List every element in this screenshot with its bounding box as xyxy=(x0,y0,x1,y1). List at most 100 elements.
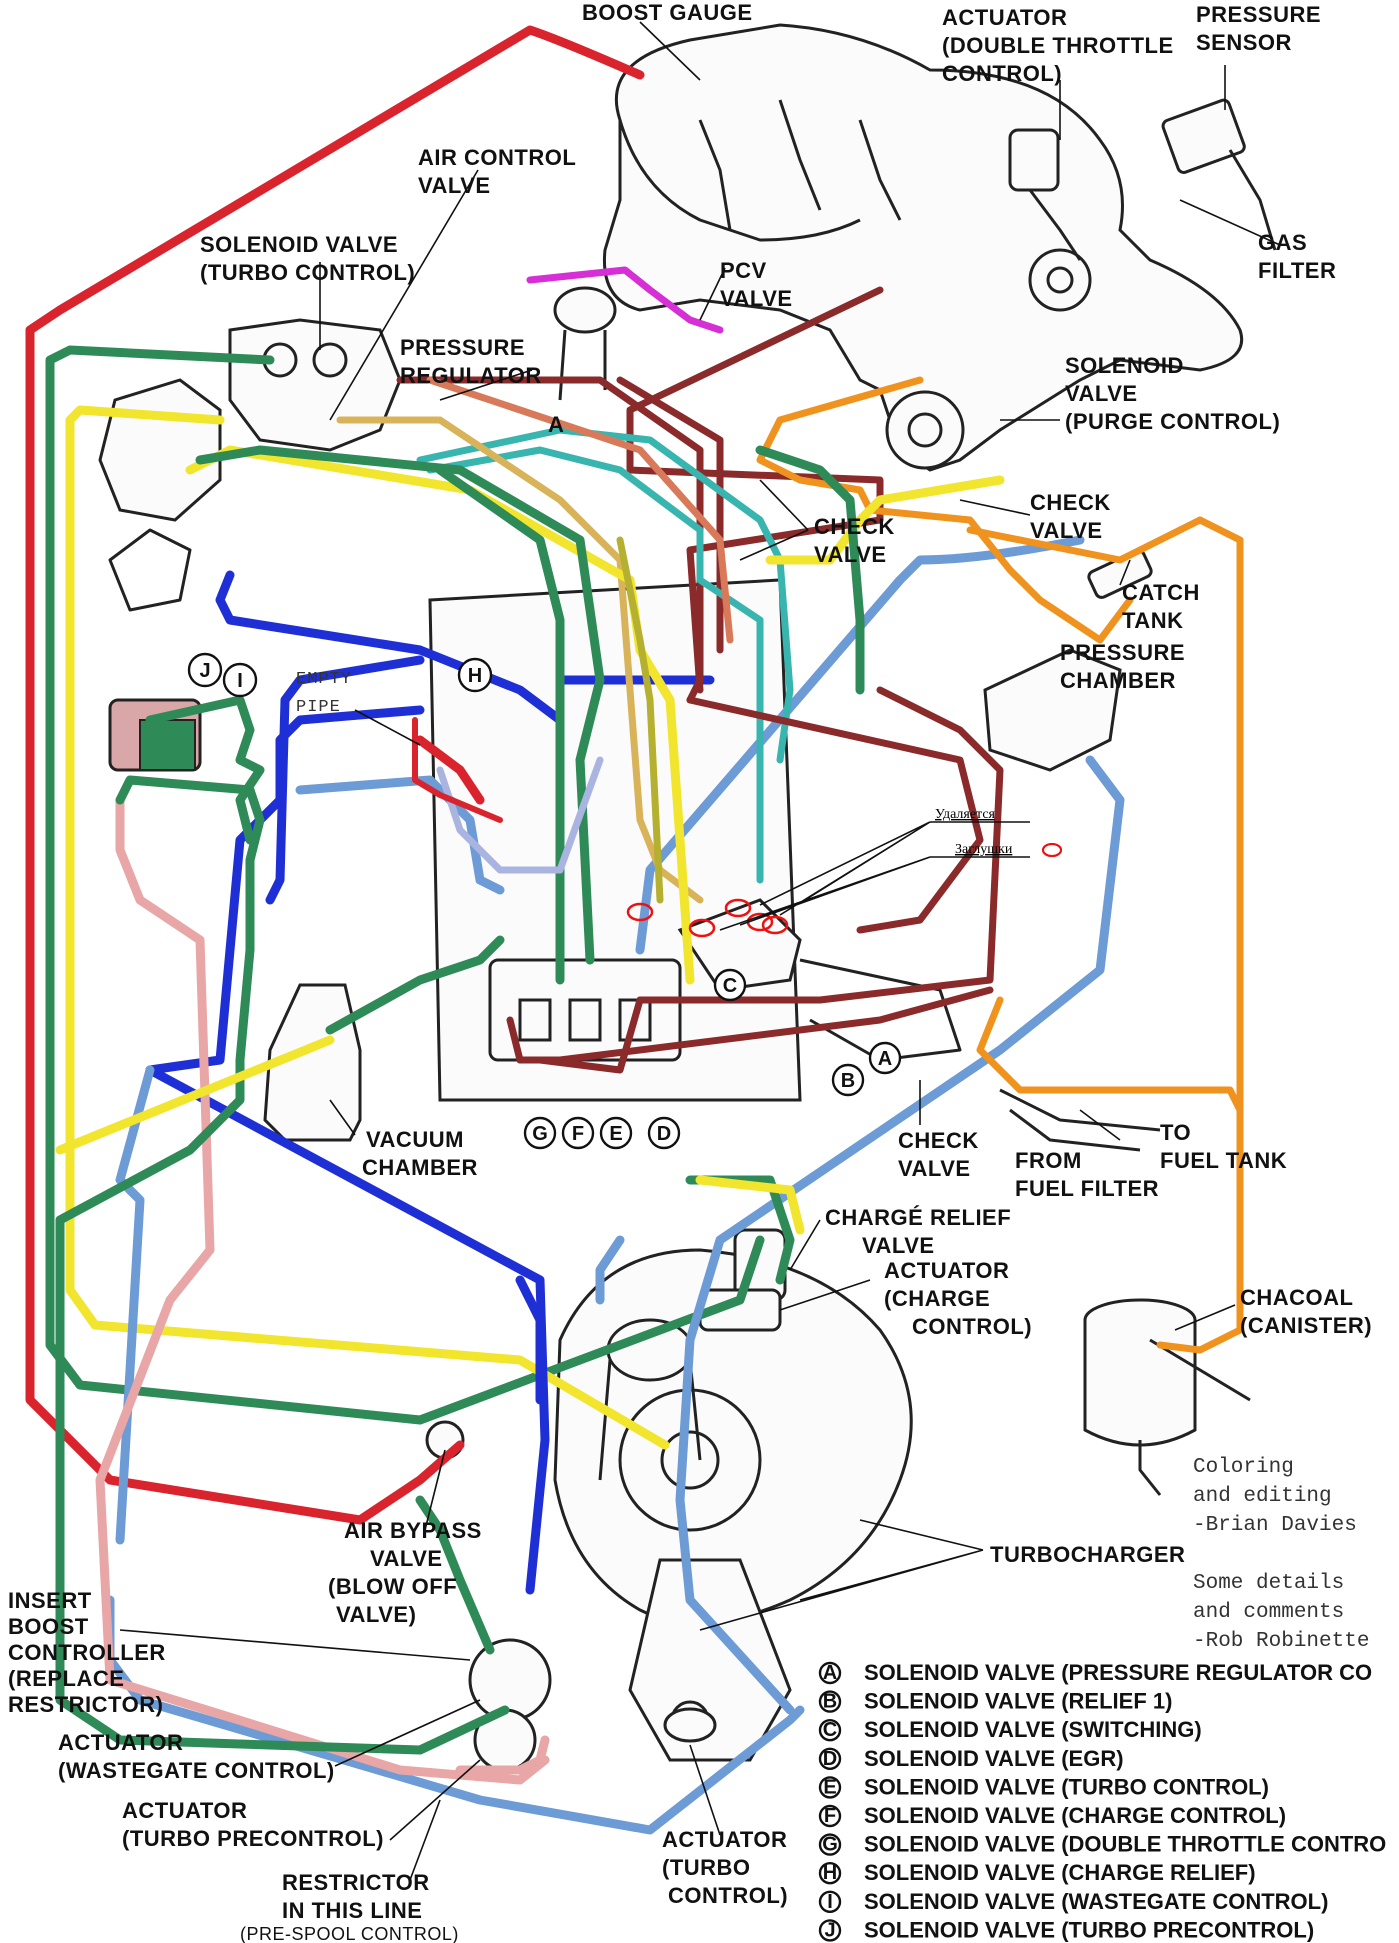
legend-key-circle xyxy=(818,1804,842,1828)
legend-key-circle xyxy=(818,1861,842,1885)
callout-e: E xyxy=(599,1116,633,1150)
left-cluster-block xyxy=(98,378,222,522)
label-air-control-valve: AIR CONTROL VALVE xyxy=(418,145,583,198)
label-turbocharger: TURBOCHARGER xyxy=(990,1542,1185,1567)
hose-darkred xyxy=(686,696,984,934)
callout-g: G xyxy=(523,1116,557,1150)
hose-green xyxy=(195,445,605,965)
part-labels: BOOST GAUGE ACTUATOR (DOUBLE THROTTLE CO… xyxy=(8,0,1372,1943)
label-check-valve-2: CHECK VALVE xyxy=(1030,490,1117,543)
legend-key: G xyxy=(822,1834,838,1856)
legend-key-circle xyxy=(818,1718,842,1742)
label-russian-plugs: Заглушки xyxy=(955,842,1013,857)
hose-lightblue xyxy=(295,775,505,895)
legend-key-circle xyxy=(818,1890,842,1914)
callout-h: H xyxy=(457,657,493,693)
legend-key: C xyxy=(823,1719,837,1741)
legend-text: SOLENOID VALVE (WASTEGATE CONTROL) xyxy=(864,1889,1328,1914)
hose-magenta xyxy=(526,266,724,334)
svg-text:E: E xyxy=(609,1123,622,1145)
oil-filler-cap xyxy=(553,286,617,334)
label-from-fuel-filter: FROM FUEL FILTER xyxy=(1015,1148,1159,1201)
hose-pink xyxy=(95,795,550,1785)
hose-green xyxy=(45,345,765,1425)
hose-red xyxy=(25,25,645,1525)
callout-d: D xyxy=(647,1116,681,1150)
legend-key: I xyxy=(827,1891,833,1913)
legend-key-circle xyxy=(818,1661,842,1685)
svg-text:A: A xyxy=(878,1048,892,1070)
hose-pink xyxy=(455,1735,550,1775)
hose-lightblue xyxy=(595,1235,625,1305)
hose-green xyxy=(325,935,505,1035)
svg-text:J: J xyxy=(199,660,210,682)
turbo-control-actuator-body xyxy=(663,1707,717,1743)
label-catch-tank: CATCH TANK xyxy=(1122,580,1206,633)
label-empty-pipe: EMPTY PIPE xyxy=(296,670,363,717)
label-gas-filter: GAS FILTER xyxy=(1258,230,1336,283)
dt-actuator-body xyxy=(1008,128,1060,192)
leader-lines xyxy=(119,21,1281,1881)
legend-key-circle xyxy=(818,1833,842,1856)
legend-item: D SOLENOID VALVE (EGR) xyxy=(818,1746,1124,1771)
label-restrictor: RESTRICTOR IN THIS LINE (PRE-SPOOL CONTR… xyxy=(240,1870,459,1943)
hose-yellow xyxy=(765,475,1005,565)
hose-lightblue xyxy=(115,1065,155,1545)
label-actuator-turbo: ACTUATOR (TURBO CONTROL) xyxy=(662,1827,794,1908)
label-a-mark: A xyxy=(548,412,564,437)
hose-darkred xyxy=(536,686,1004,1074)
legend-text: SOLENOID VALVE (EGR) xyxy=(864,1746,1124,1771)
label-russian-removed: Удаляется xyxy=(935,807,996,822)
air-control-valve-body xyxy=(228,318,402,452)
hose-green xyxy=(415,1495,495,1655)
plug-markers xyxy=(626,821,1062,938)
hose-yellow xyxy=(65,405,670,1450)
label-vacuum-chamber: VACUUM CHAMBER xyxy=(362,1127,478,1180)
label-boost-gauge: BOOST GAUGE xyxy=(582,0,753,25)
callout-circles: J I H C B A G F E D xyxy=(187,652,902,1150)
legend-key: B xyxy=(823,1691,837,1713)
hose-orange xyxy=(1156,516,1244,1354)
hose-red xyxy=(415,735,485,805)
hose-green xyxy=(435,465,565,985)
label-pressure-chamber: PRESSURE CHAMBER xyxy=(1060,640,1192,693)
hose-yellow xyxy=(695,1175,805,1235)
legend-key: E xyxy=(823,1776,836,1798)
callout-f: F xyxy=(561,1116,595,1150)
plug-legend-marker xyxy=(1042,843,1062,857)
legend-key: J xyxy=(824,1919,835,1941)
legend-key: D xyxy=(823,1748,837,1770)
hose-routing xyxy=(25,25,1244,1835)
label-solenoid-purge: SOLENOID VALVE (PURGE CONTROL) xyxy=(1065,353,1280,434)
legend-text: SOLENOID VALVE (CHARGE RELIEF) xyxy=(864,1860,1256,1885)
intake-manifold xyxy=(602,23,1243,472)
svg-text:I: I xyxy=(237,670,243,692)
label-chacoal: CHACOAL (CANISTER) xyxy=(1240,1285,1372,1338)
legend-key: H xyxy=(823,1862,837,1884)
svg-text:G: G xyxy=(532,1123,548,1145)
label-pcv-valve: PCV VALVE xyxy=(720,258,793,311)
legend-text: SOLENOID VALVE (TURBO PRECONTROL) xyxy=(864,1917,1314,1942)
legend-key-circle xyxy=(818,1919,842,1942)
legend-text: SOLENOID VALVE (TURBO CONTROL) xyxy=(864,1774,1269,1799)
label-actuator-precontrol: ACTUATOR (TURBO PRECONTROL) xyxy=(122,1798,384,1851)
svg-text:C: C xyxy=(723,975,737,997)
empty-pipe-hose xyxy=(412,717,503,823)
hose-darkred xyxy=(506,986,994,1064)
legend-item: H SOLENOID VALVE (CHARGE RELIEF) xyxy=(818,1860,1256,1885)
hose-green xyxy=(145,695,265,845)
svg-text:H: H xyxy=(468,665,482,687)
legend-item: J SOLENOID VALVE (TURBO PRECONTROL) xyxy=(818,1917,1314,1942)
legend-key-circle xyxy=(818,1690,842,1713)
label-charge-relief: CHARGÉ RELIEF VALVE xyxy=(825,1205,1018,1258)
turbo-housing xyxy=(628,1558,792,1762)
label-pressure-sensor: PRESSURE SENSOR xyxy=(1196,2,1328,55)
hose-teal xyxy=(416,426,794,764)
callout-a: A xyxy=(868,1041,902,1075)
hose-teal xyxy=(426,446,764,884)
